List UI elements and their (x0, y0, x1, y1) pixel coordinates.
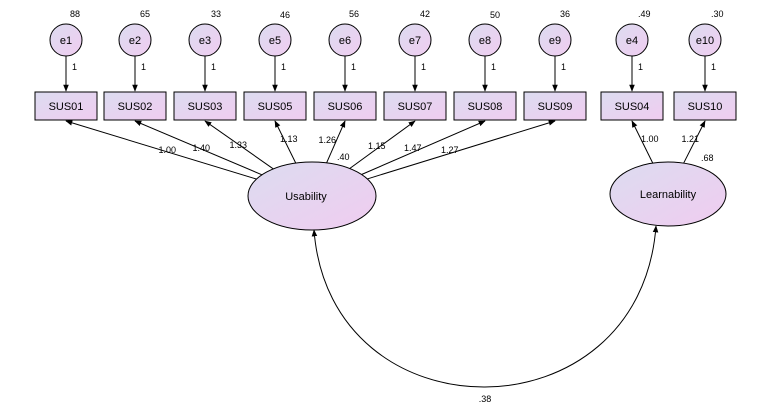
error-variance-label: .30 (711, 9, 724, 19)
error-path-weight: 1 (638, 62, 643, 72)
indicator-box (243, 91, 307, 121)
indicator-label: SUS01 (49, 101, 84, 113)
loading-arrow (349, 120, 416, 169)
latent-factor-label: Learnability (640, 189, 697, 201)
error-path-weight: 1 (141, 62, 146, 72)
loading-arrow (367, 120, 556, 180)
error-variance-label: 46 (280, 10, 290, 20)
error-variance-label: 65 (140, 9, 150, 19)
latent-variance-label: .40 (337, 152, 350, 162)
error-term-node (118, 23, 152, 57)
loading-arrow (65, 120, 257, 180)
loading-label: 1.13 (280, 134, 298, 144)
indicator-box (313, 91, 377, 121)
error-term-node (615, 23, 649, 57)
labels-layer: 1 e1 88 1 e2 65 1 e3 33 1 e5 46 1 e6 56 1 e7 42 1 e8 50 1 e9 36… (49, 9, 724, 404)
loading-label: 1.27 (441, 145, 459, 155)
error-term-label: e8 (479, 35, 491, 47)
paths-layer (63, 56, 708, 388)
error-variance-label: 88 (70, 9, 80, 19)
indicator-label: SUS04 (615, 101, 650, 113)
loading-label: 1.40 (192, 143, 210, 153)
indicator-box (600, 91, 664, 121)
covariance-arc (311, 225, 659, 388)
nodes-layer (34, 23, 737, 231)
loading-label: 1.26 (318, 135, 336, 145)
error-path-weight: 1 (72, 62, 77, 72)
error-path-weight: 1 (281, 62, 286, 72)
error-path-weight: 1 (491, 62, 496, 72)
error-term-node (688, 23, 722, 57)
indicator-label: SUS10 (688, 101, 723, 113)
loading-arrow (683, 120, 706, 164)
error-term-label: e6 (339, 35, 351, 47)
latent-factor-node (609, 161, 727, 227)
error-term-label: e5 (269, 35, 281, 47)
loading-label: 1.00 (158, 145, 176, 155)
indicator-box (523, 91, 587, 121)
indicator-label: SUS05 (258, 101, 293, 113)
error-term-label: e7 (409, 35, 421, 47)
error-path-weight: 1 (211, 62, 216, 72)
error-variance-label: 50 (490, 10, 500, 20)
loading-arrow (361, 120, 486, 175)
error-term-node (49, 23, 83, 57)
error-term-label: e1 (60, 35, 72, 47)
indicator-label: SUS02 (118, 101, 153, 113)
indicator-box (383, 91, 447, 121)
error-path-weight: 1 (351, 62, 356, 72)
loading-arrow (631, 120, 654, 164)
indicator-box (34, 91, 98, 121)
latent-factor-node (247, 161, 377, 231)
error-variance-label: 56 (349, 9, 359, 19)
error-term-label: e3 (199, 35, 211, 47)
error-variance-label: 36 (560, 9, 570, 19)
error-term-node (188, 23, 222, 57)
covariance-label: .38 (479, 394, 492, 404)
loading-label: 1.15 (368, 141, 386, 151)
indicator-label: SUS07 (398, 101, 433, 113)
error-term-label: e2 (129, 35, 141, 47)
latent-factor-label: Usability (285, 191, 327, 203)
error-term-node (538, 23, 572, 57)
indicator-box (103, 91, 167, 121)
indicator-box (673, 91, 737, 121)
indicator-box (453, 91, 517, 121)
indicator-label: SUS08 (468, 101, 503, 113)
loading-arrow (274, 120, 297, 164)
loading-arrow (134, 120, 263, 176)
indicator-label: SUS06 (328, 101, 363, 113)
indicator-label: SUS03 (188, 101, 223, 113)
loading-label: 1.00 (641, 134, 659, 144)
loading-label: 1.33 (229, 140, 247, 150)
error-term-label: e10 (696, 35, 714, 47)
error-term-node (398, 23, 432, 57)
loading-label: 1.47 (404, 143, 422, 153)
error-path-weight: 1 (711, 62, 716, 72)
error-path-weight: 1 (421, 62, 426, 72)
error-term-node (258, 23, 292, 57)
error-term-node (328, 23, 362, 57)
error-variance-label: .49 (638, 9, 651, 19)
error-variance-label: 42 (420, 9, 430, 19)
indicator-box (173, 91, 237, 121)
error-term-label: e4 (626, 35, 638, 47)
indicator-label: SUS09 (538, 101, 573, 113)
error-term-node (468, 23, 502, 57)
latent-variance-label: .68 (701, 153, 714, 163)
loading-arrow (204, 120, 274, 170)
loading-arrow (326, 120, 346, 164)
loading-label: 1.21 (681, 134, 699, 144)
error-path-weight: 1 (561, 62, 566, 72)
error-variance-label: 33 (211, 9, 221, 19)
error-term-label: e9 (549, 35, 561, 47)
